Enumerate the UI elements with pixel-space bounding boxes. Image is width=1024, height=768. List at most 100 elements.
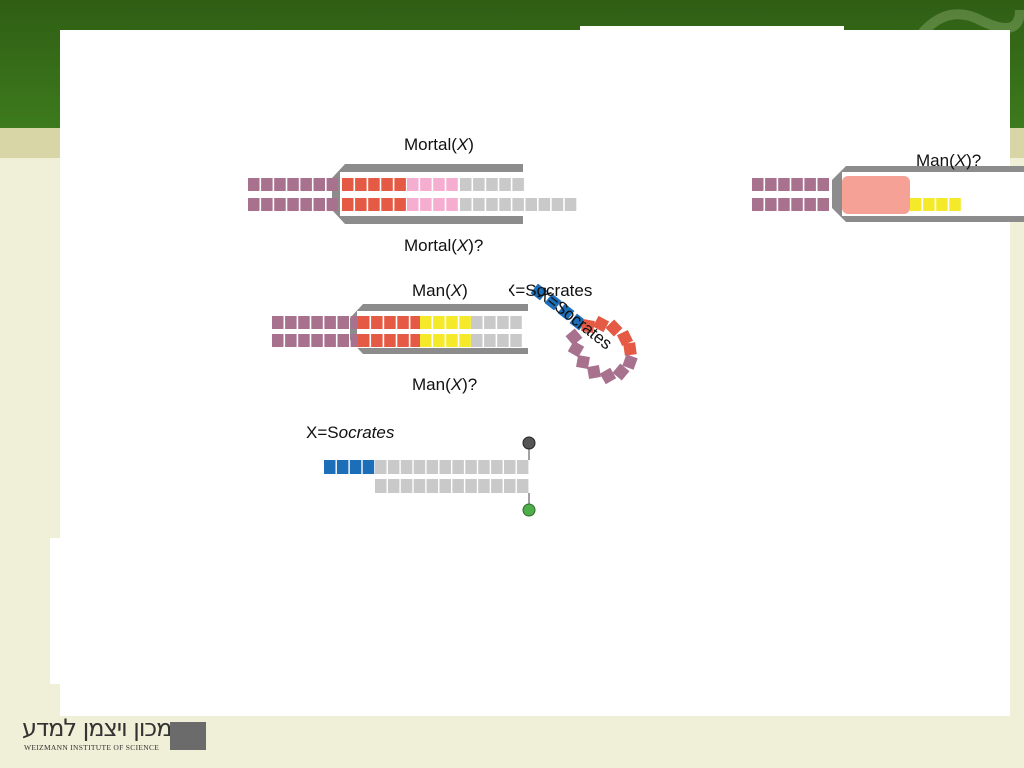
slide-edge-top: [580, 26, 844, 32]
gray-cell: [439, 460, 451, 474]
red-cell: [397, 334, 409, 347]
gray-cell: [460, 178, 472, 191]
strand-cell: [287, 198, 299, 211]
red-cell: [592, 315, 610, 333]
quencher-bead: [522, 436, 536, 450]
red-cell: [397, 316, 409, 329]
gray-cell: [452, 479, 464, 493]
red-cell: [368, 178, 380, 191]
red-cell: [381, 198, 393, 211]
pink-cell: [407, 198, 419, 211]
strand-cell: [261, 178, 273, 191]
strand-cell: [752, 198, 764, 211]
strand-cell: [300, 198, 312, 211]
gray-cell: [439, 479, 451, 493]
corner-decoration: [905, 9, 1024, 53]
strand-cell: [778, 178, 790, 191]
strand-cell: [350, 334, 363, 347]
purple-cell: [622, 354, 638, 370]
gray-cell: [486, 198, 498, 211]
pink-cell: [407, 178, 419, 191]
strand-cell: [765, 178, 777, 191]
red-cell: [371, 334, 383, 347]
strand-cell: [326, 178, 339, 191]
strand-cell: [287, 178, 299, 191]
purple-cell: [599, 367, 617, 385]
blue-cell: [557, 303, 575, 321]
red-cell: [358, 316, 370, 329]
strand-cell: [285, 334, 297, 347]
slide-edge: [50, 538, 64, 684]
strand-cell: [298, 316, 310, 329]
salmon-block: [842, 176, 910, 214]
yellow-cell: [936, 198, 948, 211]
strand-cell: [817, 198, 829, 211]
strand-cell: [752, 178, 764, 191]
gray-cell: [426, 460, 439, 474]
gray-cell: [400, 479, 413, 493]
gray-cell: [525, 198, 537, 211]
strand-cell: [248, 198, 260, 211]
strand-cell: [324, 316, 336, 329]
pink-cell: [433, 178, 445, 191]
purple-cell: [587, 365, 601, 379]
strand-cell: [274, 178, 286, 191]
strand-cell: [350, 316, 363, 329]
label-man-x: Man(X): [412, 281, 468, 300]
red-cell: [616, 329, 634, 347]
pink-cell: [446, 178, 458, 191]
red-cell: [410, 334, 422, 347]
strand-cell: [300, 178, 312, 191]
gray-cell: [551, 198, 564, 211]
strand-cell: [765, 198, 777, 211]
blue-cell: [544, 293, 562, 311]
purple-cell: [576, 355, 590, 369]
gray-cell: [471, 316, 483, 329]
yellow-cell: [420, 316, 432, 329]
purple-cell: [612, 363, 630, 381]
yellow-cell: [459, 334, 471, 347]
blue-cell: [362, 460, 375, 474]
hairpin-socrates: [530, 283, 638, 385]
pink-cell: [420, 178, 432, 191]
gray-cell: [375, 460, 387, 474]
purple-cell: [567, 340, 585, 358]
gray-cell: [504, 479, 516, 493]
strand-cell: [298, 334, 310, 347]
gray-cell: [387, 479, 400, 493]
blue-cell: [336, 460, 349, 474]
pink-cell: [420, 198, 432, 211]
strand-cell: [313, 198, 325, 211]
fluorophore-bead: [522, 503, 536, 517]
blue-cell: [324, 460, 336, 474]
gray-cell: [452, 460, 464, 474]
yellow-cell: [459, 316, 471, 329]
red-cell: [394, 198, 406, 211]
gray-cell: [473, 198, 485, 211]
strand-cell: [337, 316, 349, 329]
red-cell: [384, 334, 396, 347]
molecule-mortal: [248, 164, 577, 224]
gray-cell: [387, 460, 400, 474]
red-cell: [581, 319, 595, 333]
strand-cell: [274, 198, 286, 211]
blue-cell: [530, 283, 548, 301]
red-cell: [410, 316, 422, 329]
red-cell: [368, 198, 380, 211]
strand-cell: [324, 334, 336, 347]
label-man-x-question-right: Man(X)?: [916, 151, 982, 170]
gray-cell: [497, 316, 509, 329]
probe-socrates: [324, 436, 536, 517]
strand-cell: [804, 178, 816, 191]
gray-cell: [516, 460, 529, 474]
gray-cell: [471, 334, 483, 347]
yellow-cell: [433, 334, 445, 347]
label-man-x-question: Man(X)?: [412, 375, 478, 394]
gray-cell: [478, 479, 490, 493]
strand-cell: [804, 198, 816, 211]
purple-cell: [565, 328, 583, 346]
gray-cell: [512, 198, 524, 211]
strand-cell: [311, 316, 323, 329]
logo-emblem-icon: [170, 722, 206, 750]
